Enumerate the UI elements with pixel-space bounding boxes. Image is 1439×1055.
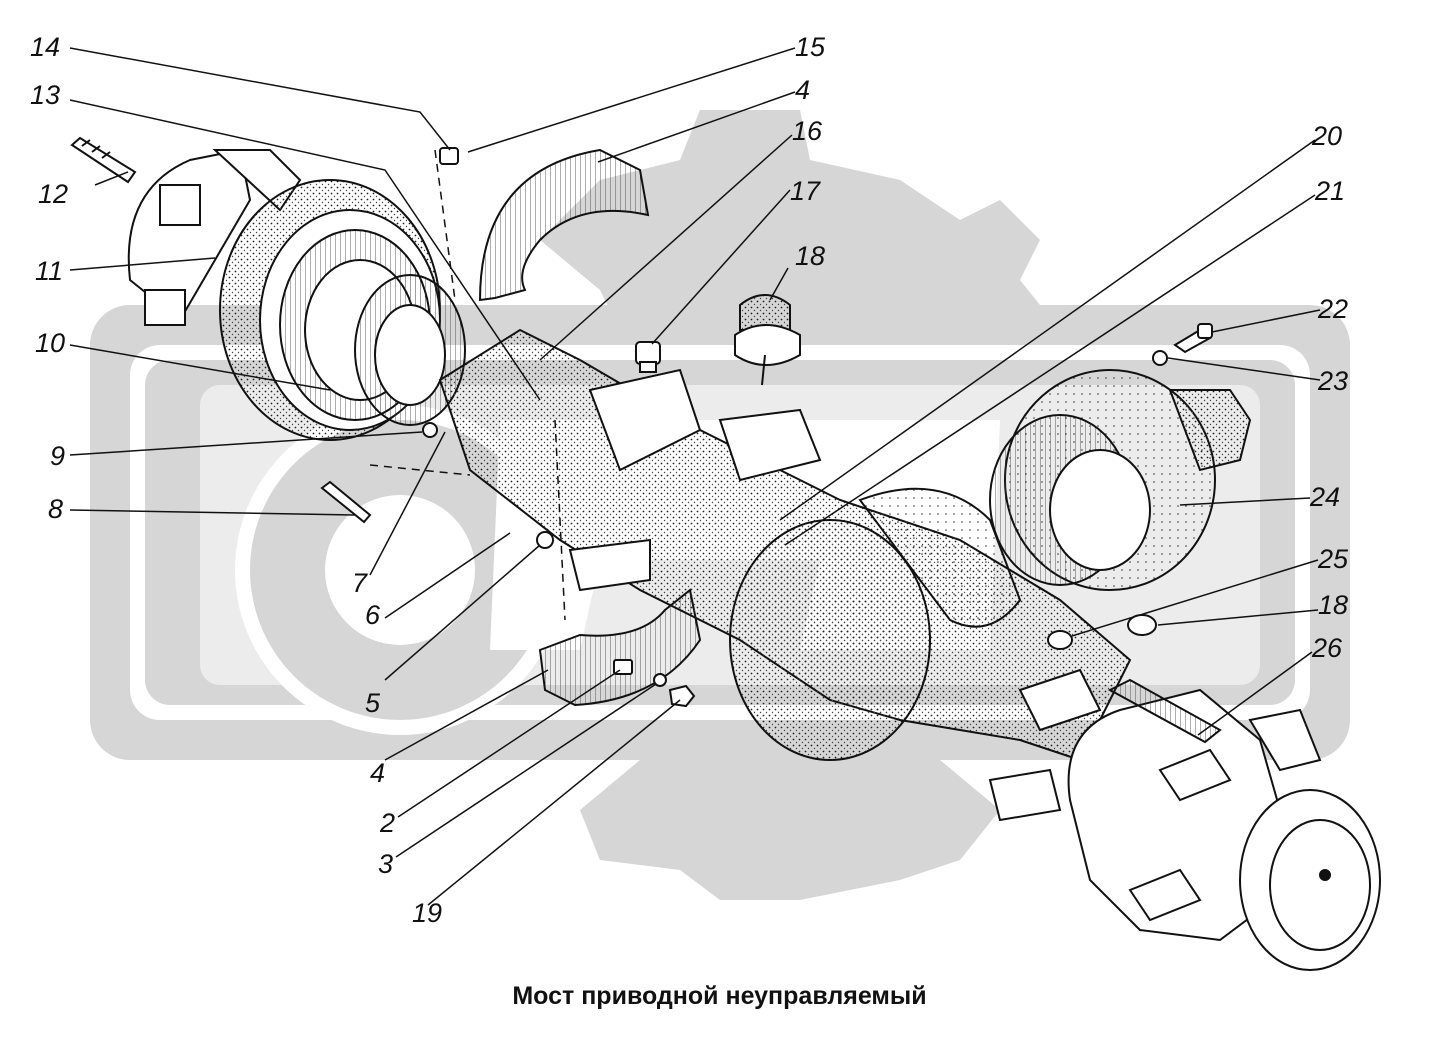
callout-label: 8 <box>48 494 63 524</box>
breather-valve <box>734 294 801 386</box>
callout-label: 20 <box>1311 121 1342 151</box>
hub-right <box>1067 688 1381 971</box>
callout-label: 11 <box>35 256 63 286</box>
axle-shaft-right <box>1107 678 1222 744</box>
callout-label: 5 <box>365 688 381 718</box>
callout-label: 24 <box>1309 482 1340 512</box>
brake-shield-top <box>478 148 650 302</box>
wheel-stud <box>70 136 137 184</box>
callout-label: 7 <box>352 568 368 598</box>
callout-label: 25 <box>1317 544 1349 574</box>
callout-label: 10 <box>35 328 65 358</box>
brake-drum-left <box>127 148 441 441</box>
callout-label: 4 <box>370 758 385 788</box>
bearing-seal <box>354 274 466 426</box>
dashed-guide-lines <box>369 149 566 621</box>
callout-label: 26 <box>1311 633 1343 663</box>
callout-label: 6 <box>365 600 381 630</box>
callout-label: 14 <box>30 32 60 62</box>
callout-labels: 14 15 13 4 16 12 17 20 21 18 11 22 10 23… <box>30 32 1349 928</box>
leader-lines <box>69 47 1321 906</box>
drain-plug <box>635 341 661 373</box>
callout-label: 23 <box>1317 366 1348 396</box>
callout-label: 16 <box>792 116 823 146</box>
callout-label: 9 <box>50 441 65 471</box>
bolt-and-washer <box>1152 323 1213 366</box>
callout-label: 13 <box>30 80 60 110</box>
callout-label: 2 <box>379 808 395 838</box>
callout-label: 15 <box>795 32 826 62</box>
callout-label: 17 <box>790 176 821 206</box>
differential-assembly <box>989 369 1252 591</box>
callout-label: 22 <box>1317 294 1348 324</box>
callout-label: 18 <box>1318 590 1348 620</box>
callout-label: 12 <box>38 179 68 209</box>
callout-label: 18 <box>795 241 825 271</box>
callout-label: 21 <box>1314 176 1345 206</box>
callout-label: 19 <box>412 898 442 928</box>
diagram-caption: Мост приводной неуправляемый <box>512 982 927 1010</box>
callout-label: 3 <box>378 849 393 879</box>
callout-label: 4 <box>795 75 810 105</box>
